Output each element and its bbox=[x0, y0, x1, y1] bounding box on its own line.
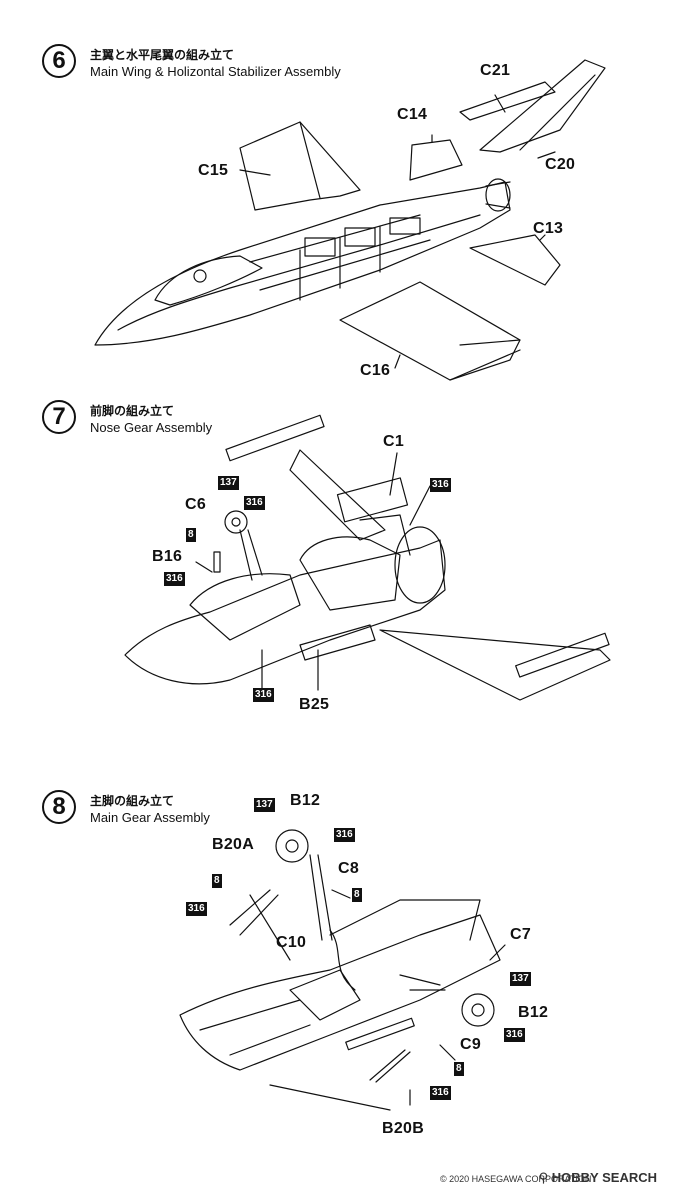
paint-code-badge: 8 bbox=[186, 528, 196, 542]
part-label: B12 bbox=[518, 1004, 549, 1021]
paint-code-badge: 316 bbox=[430, 1086, 451, 1100]
part-label: C9 bbox=[460, 1036, 482, 1053]
paint-code-badge: 316 bbox=[430, 478, 451, 492]
step-title-en: Nose Gear Assembly bbox=[90, 420, 213, 435]
step-number-badge: 7 bbox=[42, 400, 76, 434]
paint-code-badge: 316 bbox=[253, 688, 274, 702]
part-label: C6 bbox=[185, 496, 207, 513]
part-label: C21 bbox=[480, 62, 511, 79]
part-label: C15 bbox=[198, 162, 229, 179]
part-label: C8 bbox=[338, 860, 360, 877]
step-number-badge: 8 bbox=[42, 790, 76, 824]
paint-code-badge: 137 bbox=[510, 972, 531, 986]
part-label: C10 bbox=[276, 934, 307, 951]
copyright-text: © 2020 HASEGAWA CORPORATION bbox=[440, 1174, 592, 1184]
paint-code-badge: 316 bbox=[164, 572, 185, 586]
paint-code-badge: 137 bbox=[218, 476, 239, 490]
step8-aircraft-drawing bbox=[179, 829, 506, 1111]
paint-code-badge: 8 bbox=[352, 888, 362, 902]
step-number-badge: 6 bbox=[42, 44, 76, 78]
part-label: C1 bbox=[383, 433, 405, 450]
paint-code-badge: 316 bbox=[504, 1028, 525, 1042]
part-label: B20B bbox=[382, 1120, 425, 1137]
part-label: B16 bbox=[152, 548, 183, 565]
magnifier-icon: ⚲ bbox=[538, 1170, 549, 1185]
brand-watermark: ⚲ HOBBY SEARCH bbox=[539, 1170, 657, 1186]
paint-code-badge: 316 bbox=[244, 496, 265, 510]
step6-aircraft-drawing bbox=[94, 59, 606, 381]
step7-aircraft-drawing bbox=[124, 414, 611, 701]
paint-code-badge: 8 bbox=[212, 874, 222, 888]
part-label: B20A bbox=[212, 836, 255, 853]
part-label: B12 bbox=[290, 792, 321, 809]
part-label: C7 bbox=[510, 926, 532, 943]
paint-code-badge: 316 bbox=[186, 902, 207, 916]
step-title-en: Main Wing & Holizontal Stabilizer Assemb… bbox=[90, 64, 341, 79]
step-title-en: Main Gear Assembly bbox=[90, 810, 210, 825]
part-label: C20 bbox=[545, 156, 576, 173]
part-label: C16 bbox=[360, 362, 391, 379]
paint-code-badge: 8 bbox=[454, 1062, 464, 1076]
part-label: C14 bbox=[397, 106, 428, 123]
part-label: C13 bbox=[533, 220, 564, 237]
paint-code-badge: 316 bbox=[334, 828, 355, 842]
paint-code-badge: 137 bbox=[254, 798, 275, 812]
step-title-jp: 主脚の組み立て bbox=[90, 794, 175, 808]
step-title-jp: 前脚の組み立て bbox=[90, 404, 175, 418]
part-label: B25 bbox=[299, 696, 330, 713]
step-title-jp: 主翼と水平尾翼の組み立て bbox=[90, 48, 235, 62]
brand-text: HOBBY SEARCH bbox=[551, 1170, 657, 1185]
